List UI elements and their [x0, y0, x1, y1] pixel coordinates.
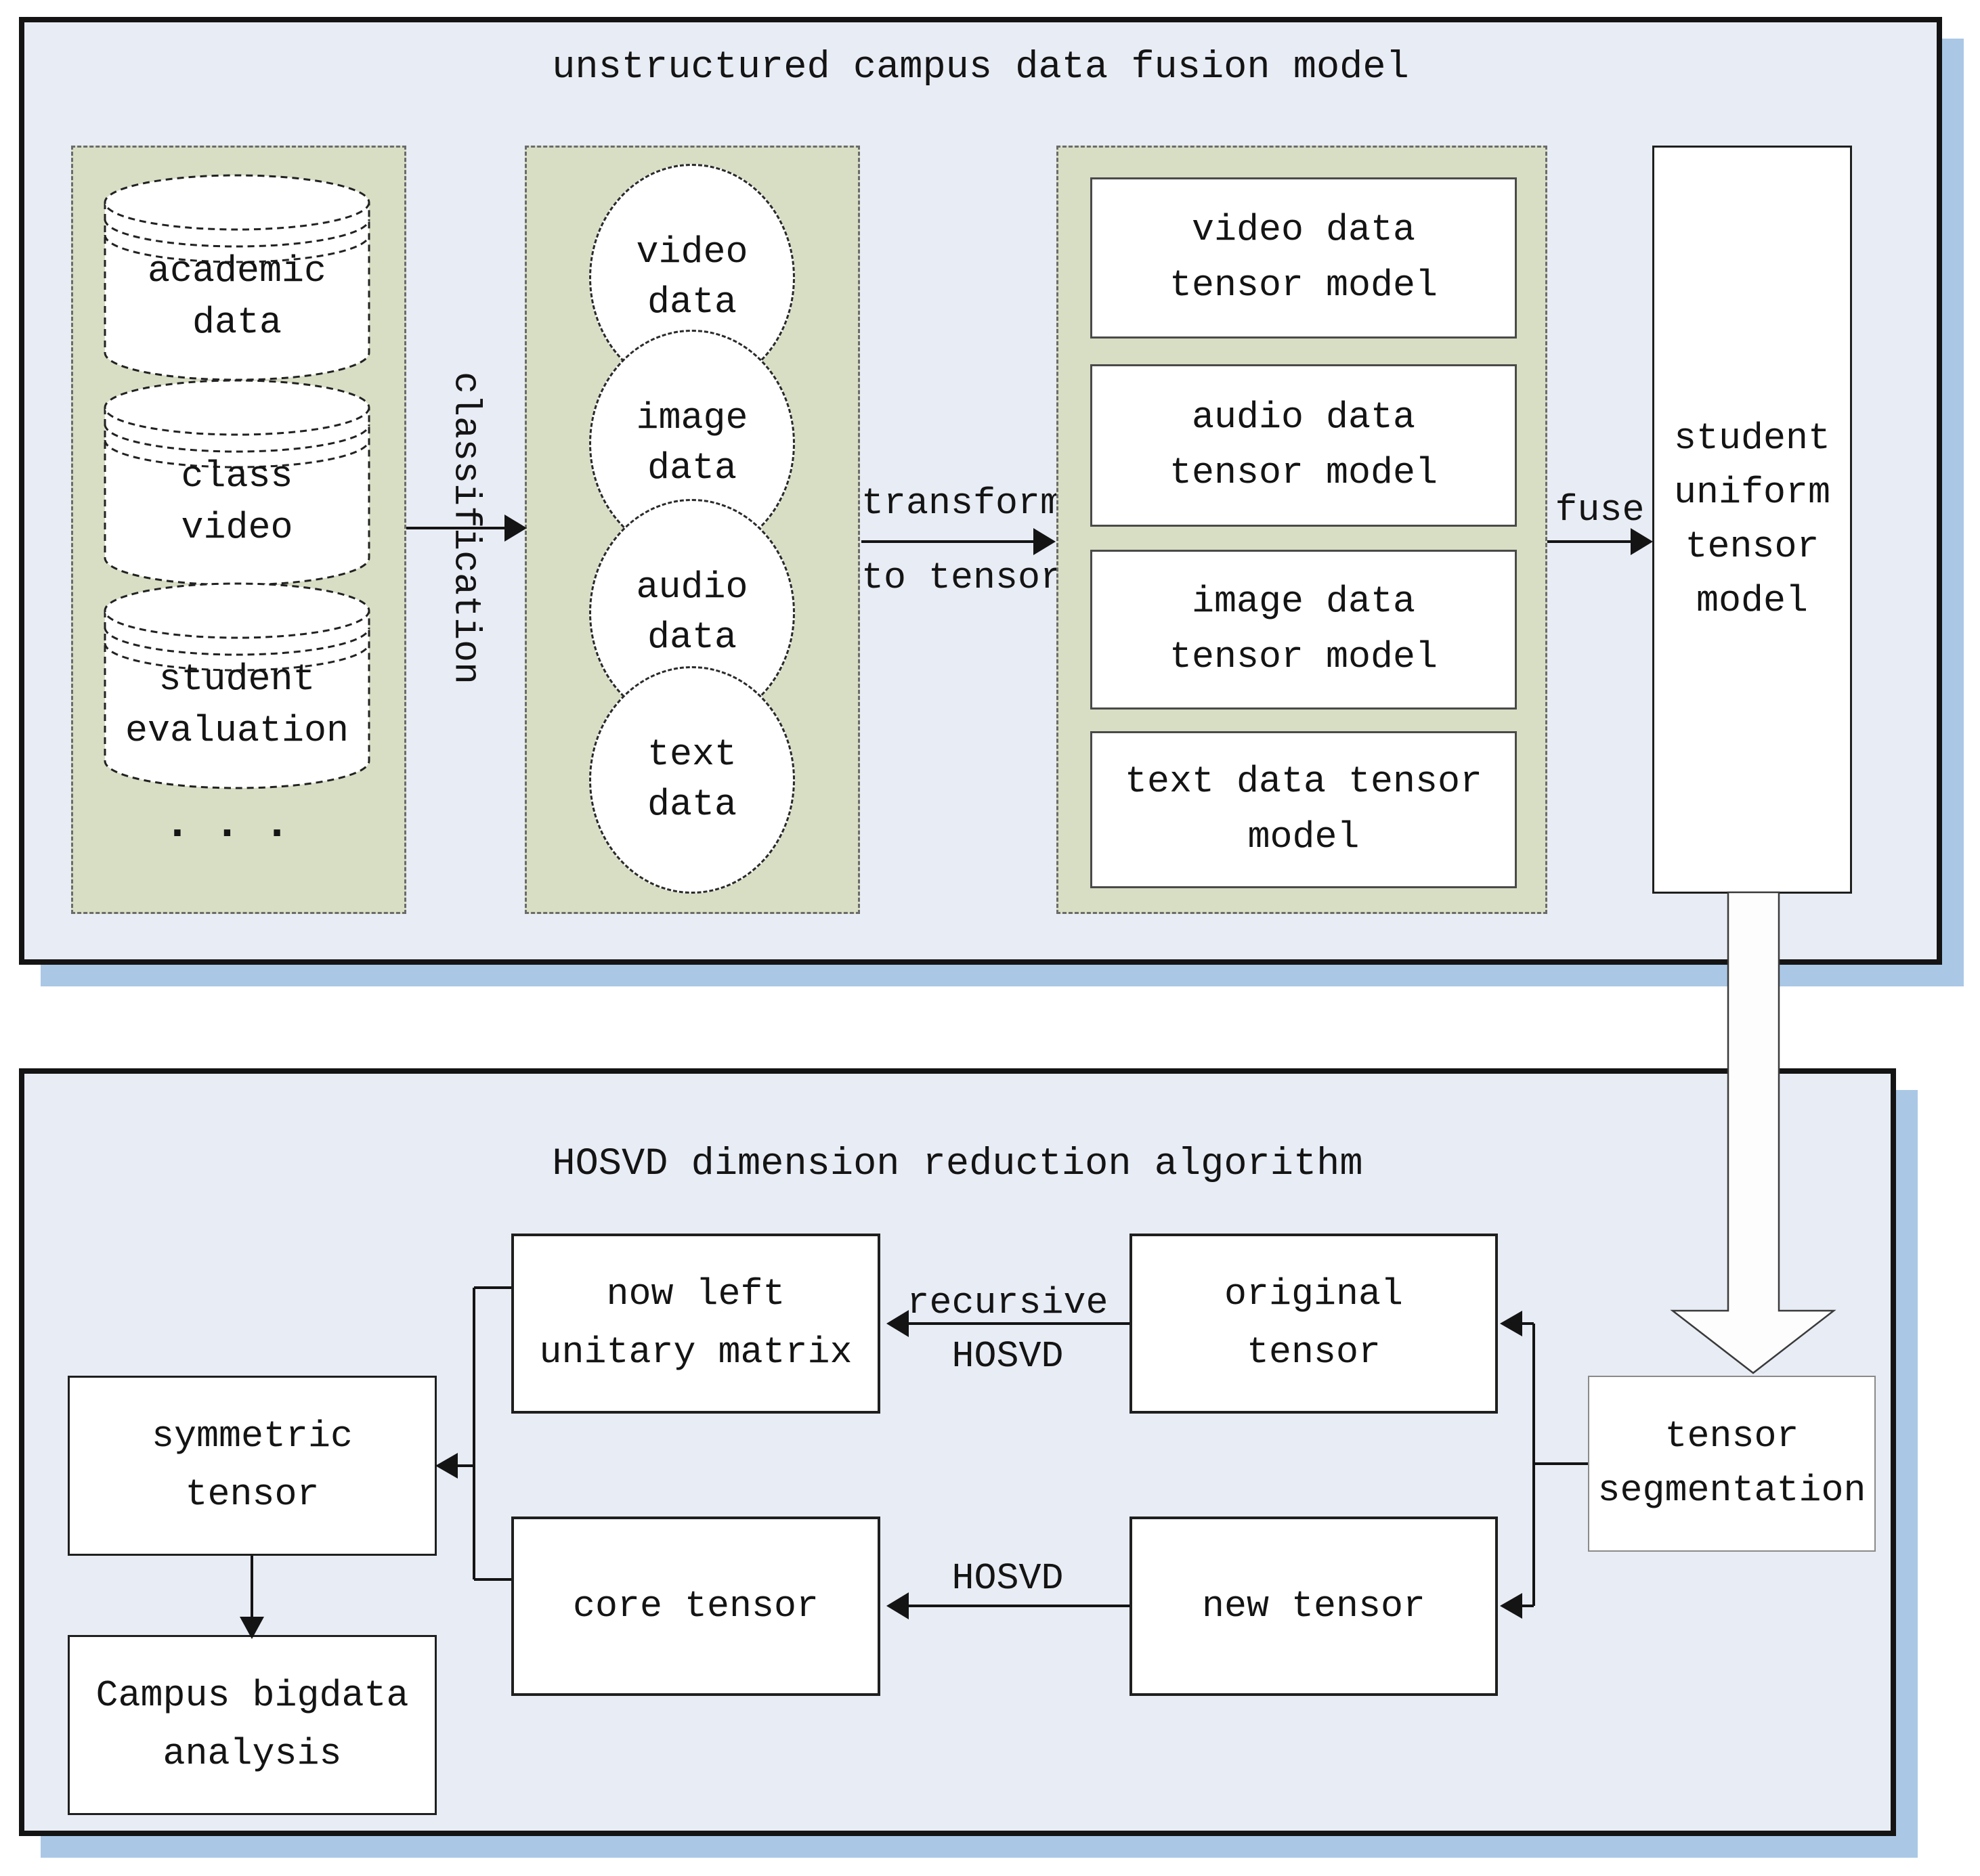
box-audio-data-tensor-model: audio data tensor model — [1090, 364, 1517, 527]
box-student-uniform-tensor-model: student uniform tensor model — [1652, 146, 1852, 894]
box-label-line: tensor — [1664, 1415, 1799, 1458]
circle-label-line: image — [636, 397, 748, 439]
circle-text-data: text data — [589, 666, 795, 894]
box-label-line: Campus bigdata — [95, 1674, 409, 1717]
box-tensor-segmentation: tensor segmentation — [1588, 1376, 1876, 1552]
box-symmetric-tensor: symmetric tensor — [68, 1376, 437, 1556]
box-now-left-unitary-matrix: now left unitary matrix — [511, 1234, 880, 1414]
classification-label: classification — [444, 371, 488, 685]
cylinder-label-line: class — [181, 455, 293, 498]
cylinder-label-line: academic — [147, 250, 327, 292]
box-label-line: symmetric — [151, 1415, 353, 1458]
cylinder-label-line: video — [181, 506, 293, 549]
circle-label-line: data — [647, 447, 737, 489]
box-label-line: tensor — [1246, 1331, 1381, 1374]
box-new-tensor: new tensor — [1129, 1517, 1498, 1696]
box-video-data-tensor-model: video data tensor model — [1090, 177, 1517, 339]
box-text-data-tensor-model: text data tensor model — [1090, 731, 1517, 888]
cylinder-label-line: data — [192, 301, 282, 344]
box-label-line: unitary matrix — [539, 1331, 853, 1374]
circle-label-line: data — [647, 281, 737, 324]
box-label-line: new tensor — [1201, 1584, 1426, 1628]
cylinder-label: class video — [102, 451, 372, 554]
cylinder-academic-data: academic data — [102, 173, 372, 383]
circle-image-data: image data — [589, 330, 795, 557]
box-label-line: text data tensor — [1124, 760, 1483, 803]
database-cylinder-icon — [104, 379, 370, 586]
circle-label-line: data — [647, 783, 737, 826]
transform-label-line1: transform — [861, 482, 1063, 525]
cylinder-label: student evaluation — [102, 654, 372, 757]
recursive-hosvd-label-line1: recursive — [907, 1282, 1109, 1324]
box-label-line: original — [1224, 1273, 1404, 1315]
box-label-line: core tensor — [572, 1584, 819, 1628]
box-label-line: model — [1696, 579, 1809, 622]
circle-label-line: data — [647, 616, 737, 659]
box-label-line: image data — [1191, 580, 1416, 623]
sources-ellipsis: ... — [164, 799, 314, 850]
box-label-line: tensor model — [1169, 264, 1438, 307]
box-label-line: audio data — [1191, 396, 1416, 439]
box-label-line: segmentation — [1597, 1469, 1866, 1512]
box-campus-bigdata-analysis: Campus bigdata analysis — [68, 1635, 437, 1815]
box-label-line: tensor — [1685, 525, 1820, 568]
box-original-tensor: original tensor — [1129, 1234, 1498, 1414]
box-label-line: tensor — [185, 1473, 320, 1516]
cylinder-student-evaluation: student evaluation — [102, 581, 372, 791]
hosvd-label: HOSVD — [951, 1557, 1064, 1600]
box-label-line: now left — [606, 1273, 785, 1315]
box-label-line: video data — [1191, 209, 1416, 251]
box-label-line: tensor model — [1169, 636, 1438, 678]
box-label-line: student — [1673, 416, 1831, 460]
database-cylinder-icon — [104, 582, 370, 789]
box-label-line: uniform — [1673, 471, 1831, 514]
box-image-data-tensor-model: image data tensor model — [1090, 550, 1517, 710]
bottom-panel-title: HOSVD dimension reduction algorithm — [552, 1143, 1363, 1186]
transform-label-line2: to tensor — [861, 557, 1063, 599]
box-core-tensor: core tensor — [511, 1517, 880, 1696]
cylinder-label: academic data — [102, 246, 372, 349]
circle-label-line: text — [647, 733, 737, 776]
cylinder-label-line: evaluation — [125, 710, 349, 752]
box-label-line: tensor model — [1169, 452, 1438, 494]
box-label-line: model — [1247, 816, 1360, 858]
top-panel-title: unstructured campus data fusion model — [552, 46, 1409, 89]
recursive-hosvd-label-line2: HOSVD — [951, 1335, 1064, 1378]
box-label-line: analysis — [163, 1732, 342, 1775]
circle-label-line: video — [636, 231, 748, 274]
fuse-label: fuse — [1555, 489, 1645, 531]
cylinder-label-line: student — [158, 658, 316, 701]
cylinder-class-video: class video — [102, 378, 372, 588]
circle-label-line: audio — [636, 566, 748, 609]
